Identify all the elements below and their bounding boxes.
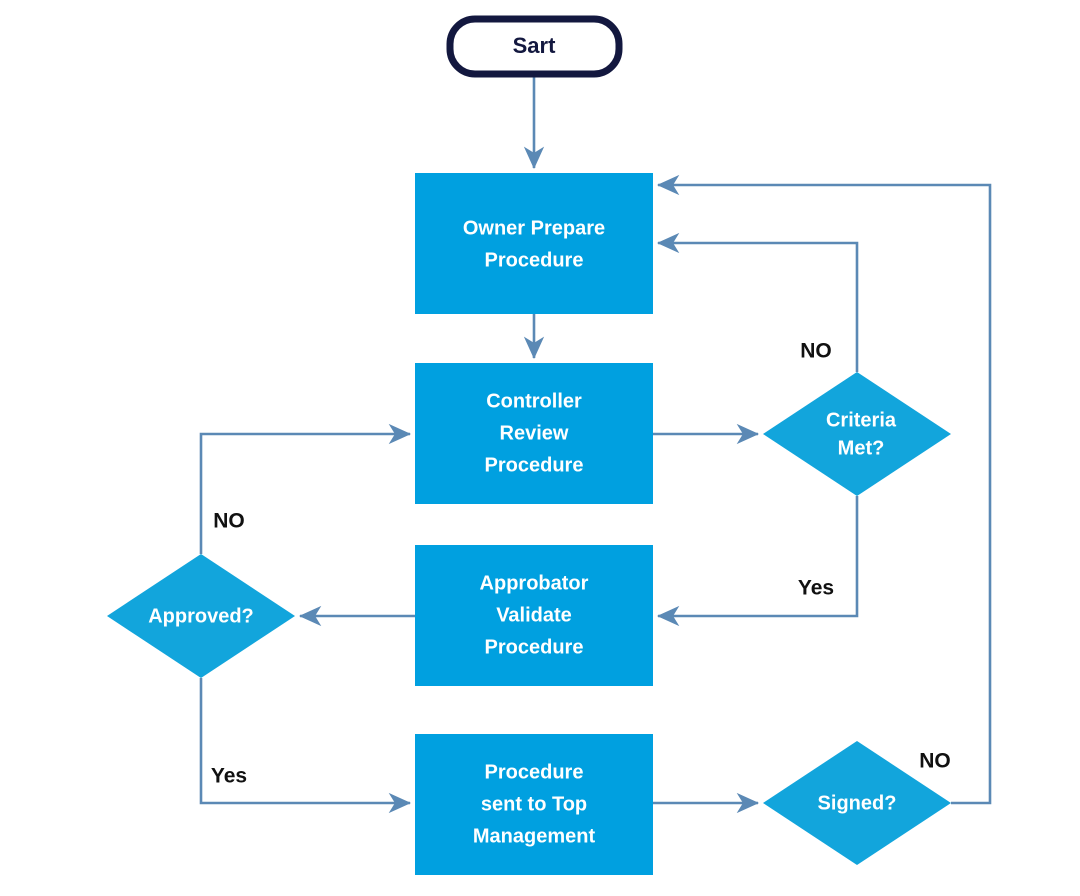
controller-review-label-line-3: Procedure xyxy=(485,454,584,476)
owner-prepare-label-line-2: Procedure xyxy=(485,249,584,271)
controller-review-shape xyxy=(415,363,653,504)
approbator-validate-label-line-3: Procedure xyxy=(485,636,584,658)
approbator-validate-shape xyxy=(415,545,653,686)
criteria-met-shape xyxy=(763,372,951,496)
edge-approved-no-to-controller xyxy=(199,423,412,554)
node-sent-to-top-management[interactable]: Procedure sent to Top Management xyxy=(415,734,653,875)
edge-signed-no-to-owner xyxy=(656,174,992,805)
sent-to-top-management-label-line-1: Procedure xyxy=(485,761,584,783)
start-label: Sart xyxy=(513,33,556,58)
connector-layer xyxy=(199,77,992,814)
signed-shape xyxy=(763,741,951,865)
edge-approved-yes-to-top-management xyxy=(199,678,412,814)
node-owner-prepare[interactable]: Owner Prepare Procedure xyxy=(415,173,653,314)
criteria-met-label-line-1: Criteria xyxy=(826,409,897,431)
owner-prepare-shape xyxy=(415,173,653,314)
node-layer: Sart Owner Prepare Procedure Controller … xyxy=(107,15,951,875)
edge-label-layer: NO Yes NO Yes NO xyxy=(211,340,951,788)
edge-criteria-no-to-owner xyxy=(656,232,859,372)
edge-label-approved-no: NO xyxy=(213,510,245,533)
node-approved[interactable]: Approved? xyxy=(107,554,295,678)
edge-label-signed-no: NO xyxy=(919,750,951,773)
node-start[interactable]: Sart xyxy=(446,15,623,78)
approbator-validate-label-line-1: Approbator xyxy=(480,572,589,594)
node-signed[interactable]: Signed? xyxy=(763,741,951,865)
sent-to-top-management-shape xyxy=(415,734,653,875)
node-controller-review[interactable]: Controller Review Procedure xyxy=(415,363,653,504)
controller-review-label-line-1: Controller xyxy=(486,390,582,412)
approbator-validate-label-line-2: Validate xyxy=(496,604,572,626)
node-approbator-validate[interactable]: Approbator Validate Procedure xyxy=(415,545,653,686)
start-shape xyxy=(446,15,623,78)
approved-label: Approved? xyxy=(148,605,254,627)
signed-label: Signed? xyxy=(818,792,897,814)
edge-label-criteria-no: NO xyxy=(800,340,832,363)
owner-prepare-label-line-1: Owner Prepare xyxy=(463,217,605,239)
controller-review-label-line-2: Review xyxy=(500,422,569,444)
edge-label-approved-yes: Yes xyxy=(211,765,247,788)
sent-to-top-management-label-line-3: Management xyxy=(473,825,596,847)
sent-to-top-management-label-line-2: sent to Top xyxy=(481,793,587,815)
edge-criteria-yes-to-approbator xyxy=(656,496,859,627)
edge-label-criteria-yes: Yes xyxy=(798,577,834,600)
approved-shape xyxy=(107,554,295,678)
node-criteria-met[interactable]: Criteria Met? xyxy=(763,372,951,496)
criteria-met-label-line-2: Met? xyxy=(838,437,885,459)
